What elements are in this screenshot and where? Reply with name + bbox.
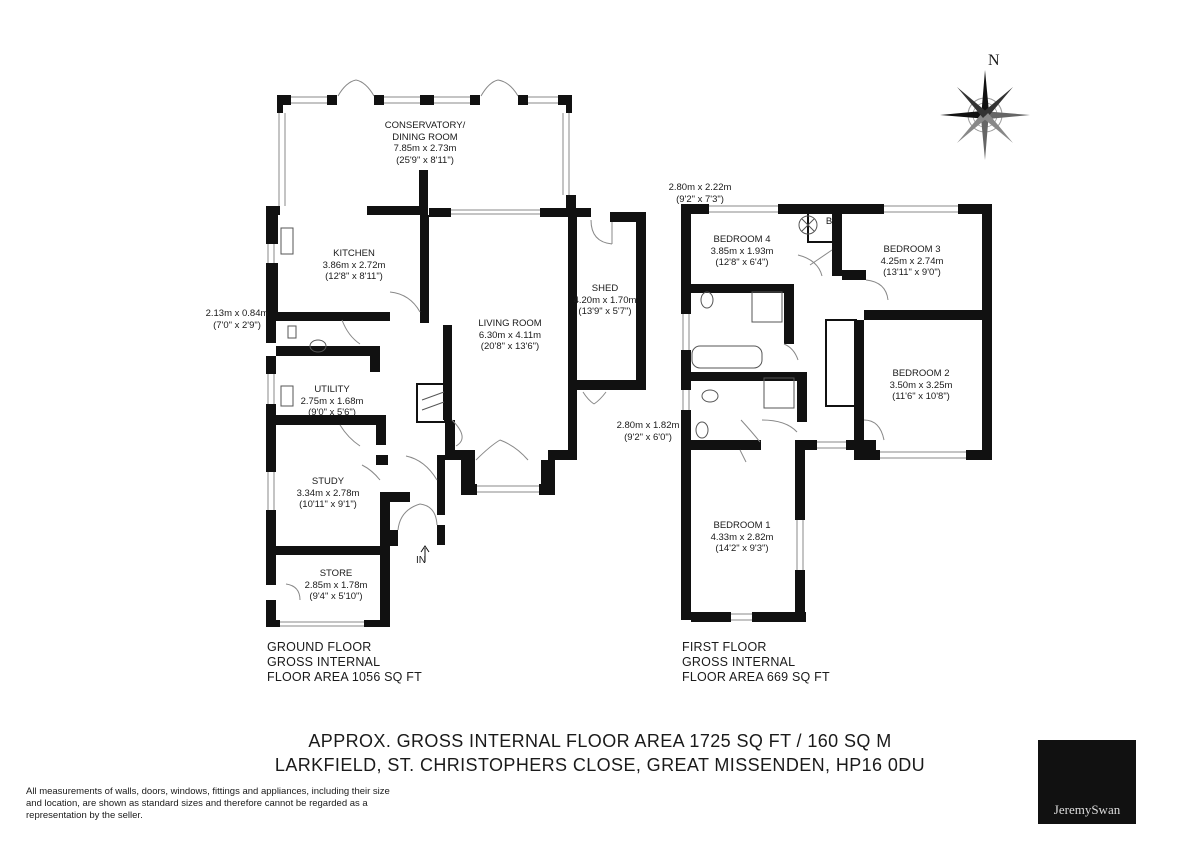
room-kitchen-label: KITCHEN 3.86m x 2.72m (12'8" x 8'11")	[322, 248, 386, 282]
room-bedroom4-label: BEDROOM 4 3.85m x 1.93m (12'8" x 6'4")	[710, 234, 774, 268]
room-store-label: STORE 2.85m x 1.78m (9'4" x 5'10")	[304, 568, 368, 602]
ensuite-dimension-label: 2.80m x 1.82m (9'2" x 6'0")	[616, 420, 680, 443]
room-study-label: STUDY 3.34m x 2.78m (10'11" x 9'1")	[296, 476, 360, 510]
agent-logo: JeremySwan	[1038, 740, 1136, 824]
ground-floor-walls	[266, 95, 646, 627]
ground-floor-area-caption: GROUND FLOOR GROSS INTERNAL FLOOR AREA 1…	[267, 640, 422, 684]
room-shed-label: SHED 4.20m x 1.70m (13'9" x 5'7")	[573, 283, 637, 317]
ground-floor-windows	[267, 79, 613, 627]
room-bedroom3-label: BEDROOM 3 4.25m x 2.74m (13'11" x 9'0")	[880, 244, 944, 278]
room-living-label: LIVING ROOM 6.30m x 4.11m (20'8" x 13'6"…	[478, 318, 542, 352]
entrance-label: IN	[416, 555, 426, 566]
room-bedroom2-label: BEDROOM 2 3.50m x 3.25m (11'6" x 10'8")	[889, 368, 953, 402]
boiler-label: B	[825, 216, 833, 227]
disclaimer-text: All measurements of walls, doors, window…	[26, 786, 390, 821]
address-line: LARKFIELD, ST. CHRISTOPHERS CLOSE, GREAT…	[274, 755, 926, 775]
room-bedroom1-label: BEDROOM 1 4.33m x 2.82m (14'2" x 9'3")	[710, 520, 774, 554]
bathroom-dimension-label: 2.80m x 2.22m (9'2" x 7'3")	[668, 182, 732, 205]
first-floor-windows	[682, 205, 966, 621]
first-floor-walls	[681, 204, 992, 622]
room-conservatory-label: CONSERVATORY/ DINING ROOM 7.85m x 2.73m …	[384, 120, 466, 166]
first-floor-area-caption: FIRST FLOOR GROSS INTERNAL FLOOR AREA 66…	[682, 640, 830, 684]
logo-text: JeremySwan	[1053, 802, 1121, 817]
room-utility-label: UTILITY 2.75m x 1.68m (9'0" x 5'6")	[300, 384, 364, 418]
compass-north-label: N	[988, 52, 1000, 69]
wc-dimension-label: 2.13m x 0.84m (7'0" x 2'9")	[205, 308, 269, 331]
property-title: APPROX. GROSS INTERNAL FLOOR AREA 1725 S…	[0, 729, 1200, 777]
total-area-line: APPROX. GROSS INTERNAL FLOOR AREA 1725 S…	[308, 731, 892, 751]
compass-rose	[940, 70, 1030, 160]
first-floor-fixtures	[691, 215, 818, 439]
ground-floor-fixtures	[280, 227, 445, 562]
